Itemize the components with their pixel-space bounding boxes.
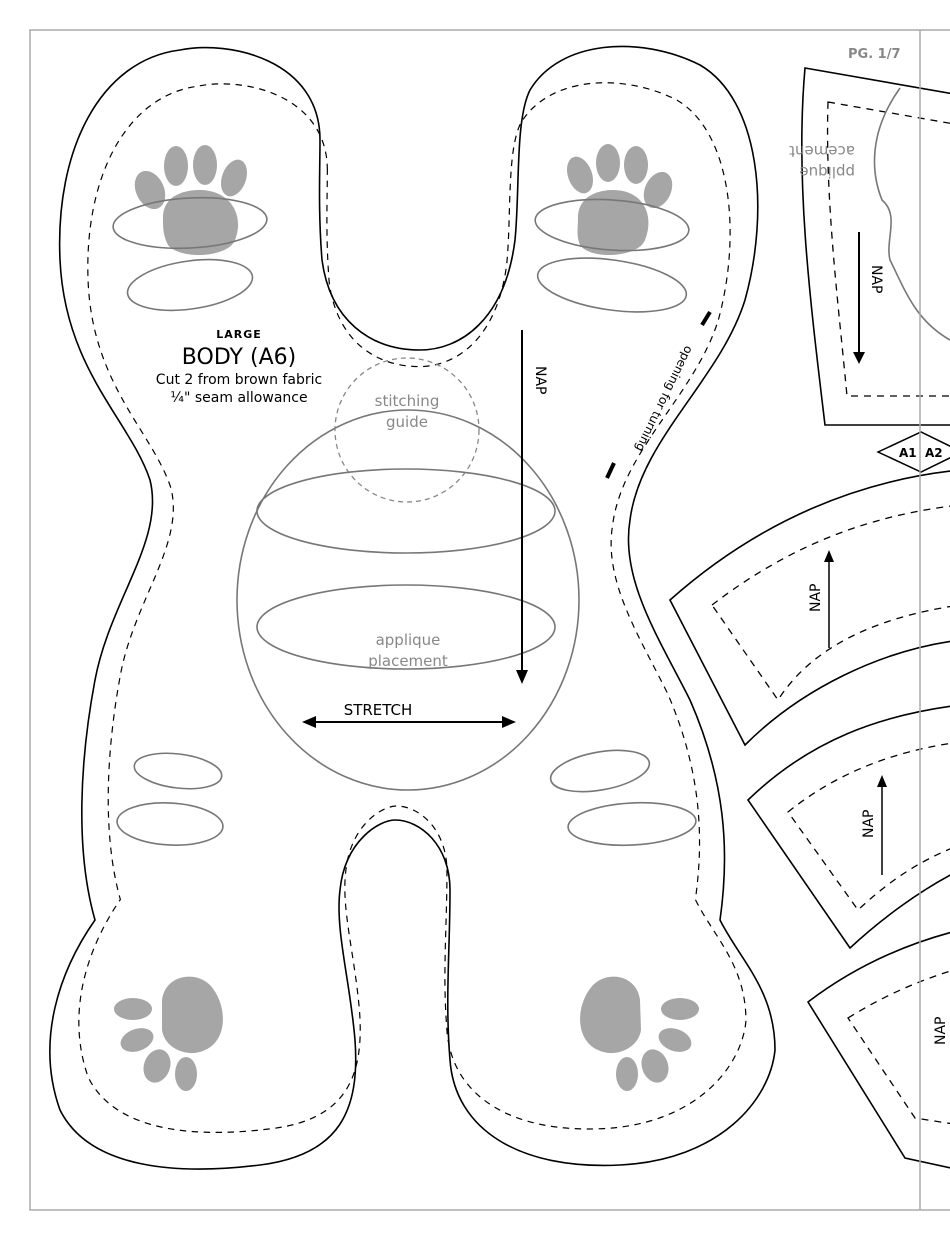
nap-label: NAP: [532, 366, 548, 395]
right-piece-2: NAP: [669, 470, 950, 747]
right-piece-4: NAP: [806, 931, 950, 1169]
body-seam-line: [78, 82, 747, 1133]
applique-label: placement: [368, 652, 448, 670]
stretch-arrow-left-icon: [302, 716, 316, 728]
nap-label: NAP: [933, 1017, 949, 1046]
match-mark: A1 A2: [876, 431, 950, 473]
piece-title: BODY (A6): [182, 345, 296, 370]
stretch-label: STRETCH: [344, 701, 413, 719]
seam-allowance: ¼" seam allowance: [170, 390, 307, 406]
applique-label: applique: [376, 631, 441, 649]
body-piece: stitching guide applique placement NAP S…: [49, 45, 776, 1170]
stitching-guide-label: guide: [386, 413, 428, 431]
paw-icon: [134, 145, 248, 256]
stitching-guide-label: stitching: [375, 392, 440, 410]
paw-icon: [114, 976, 223, 1091]
cut-instruction: Cut 2 from brown fabric: [156, 372, 322, 388]
stretch-arrow-right-icon: [502, 716, 516, 728]
match-a2: A2: [925, 446, 943, 460]
nap-label: NAP: [861, 810, 877, 839]
page-border: [29, 29, 950, 1211]
paw-icon: [580, 976, 699, 1091]
nap-label: NAP: [808, 584, 824, 613]
body-cut-line: [49, 45, 776, 1170]
applique-text-flipped-2: pplique: [799, 163, 855, 181]
right-piece-3: NAP: [746, 705, 950, 950]
stitching-guide-circle: [334, 357, 480, 503]
right-piece-top: acement pplique NAP: [789, 67, 950, 426]
nap-label: NAP: [868, 265, 884, 294]
applique-text-flipped-1: acement: [789, 142, 855, 160]
size-label: LARGE: [216, 328, 262, 341]
match-a1: A1: [899, 446, 917, 460]
nap-arrow-icon: [853, 352, 865, 364]
page-number: PG. 1/7: [848, 47, 901, 62]
nap-arrow-icon: [516, 670, 528, 684]
paw-icon: [566, 144, 673, 256]
